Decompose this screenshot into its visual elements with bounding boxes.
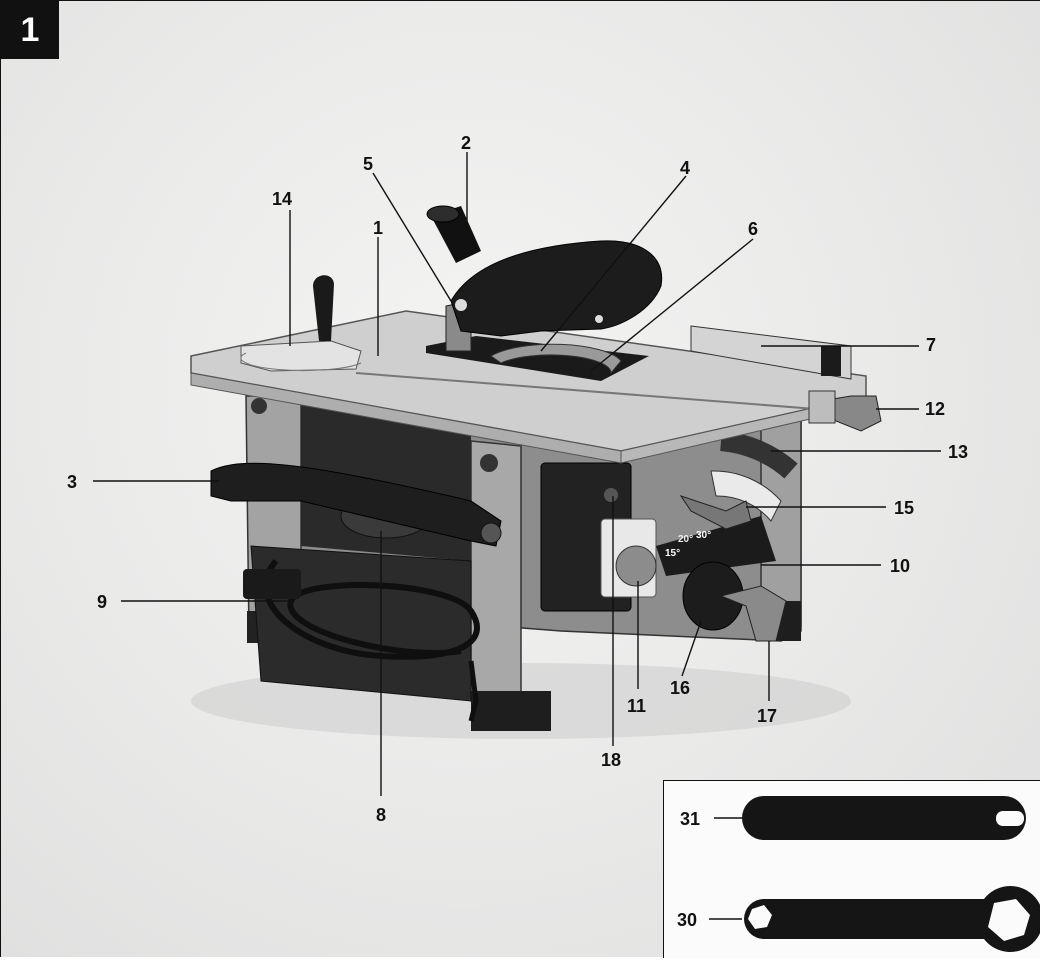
miter-gauge-knob [313, 275, 334, 341]
angle-arc [719, 431, 798, 479]
blade-guard [450, 240, 663, 337]
angle-scale-mark-15: 15° [665, 548, 681, 559]
callout-17: 17 [757, 706, 778, 726]
callout-13: 13 [948, 442, 969, 462]
callout-3: 3 [67, 472, 78, 492]
cable-bag [250, 545, 472, 702]
callout-2: 2 [461, 133, 472, 153]
dust-port-opening [426, 205, 460, 223]
wrench-31-hole [996, 811, 1024, 826]
power-cable [262, 559, 480, 660]
callout-9: 9 [97, 592, 108, 612]
wrench-31 [742, 796, 1026, 840]
middle-leg-foot [471, 691, 551, 731]
callout-14: 14 [272, 189, 293, 209]
callout-30: 30 [677, 910, 698, 930]
callout-10: 10 [890, 556, 911, 576]
reset-button [604, 488, 618, 502]
wrench-30-hex-small [748, 905, 772, 929]
callout-11: 11 [627, 696, 647, 716]
leg-bolt [251, 398, 267, 414]
callout-16: 16 [670, 678, 691, 698]
saw-blade [490, 343, 622, 375]
fence-lock-knob [820, 395, 882, 432]
carry-handle [210, 462, 502, 547]
guard-screw [455, 299, 467, 311]
angle-scale-mark-30: 30° [696, 530, 712, 541]
wrench-inset-panel: 31 30 [663, 780, 1040, 958]
callout-1: 1 [373, 218, 384, 238]
callout-12: 12 [925, 399, 946, 419]
figure-number-badge: 1 [1, 1, 59, 59]
parallel-fence [690, 325, 852, 380]
miter-gauge-arc [240, 352, 362, 372]
handle-pivot [480, 522, 502, 544]
power-cable-end [468, 660, 479, 722]
cable-clip [243, 569, 301, 599]
guard-screw [595, 315, 603, 323]
callout-5: 5 [363, 154, 374, 174]
middle-leg [470, 440, 522, 712]
bevel-angle-scale [710, 470, 782, 522]
angle-scale-mark-20: 20° [678, 534, 694, 545]
callout-31: 31 [680, 809, 701, 829]
wrench-illustration [709, 796, 1040, 952]
wrench-30 [744, 886, 1040, 952]
on-off-switch [615, 545, 657, 587]
callout-8: 8 [376, 805, 387, 825]
callout-18: 18 [601, 750, 622, 770]
callout-4: 4 [680, 158, 691, 178]
bevel-angle-scale-lower [656, 516, 776, 576]
fence-clamp [808, 390, 836, 424]
wrench-30-hex-large [988, 899, 1030, 941]
callout-15: 15 [894, 498, 915, 518]
leader-lines [93, 152, 941, 796]
fence-bar-end [821, 346, 841, 376]
bevel-lock-lever [679, 495, 752, 530]
callout-6: 6 [748, 219, 759, 239]
leg-bolt [480, 454, 498, 472]
miter-slot [355, 372, 842, 412]
callout-7: 7 [926, 335, 937, 355]
handwheel-lock-lever [719, 585, 787, 642]
